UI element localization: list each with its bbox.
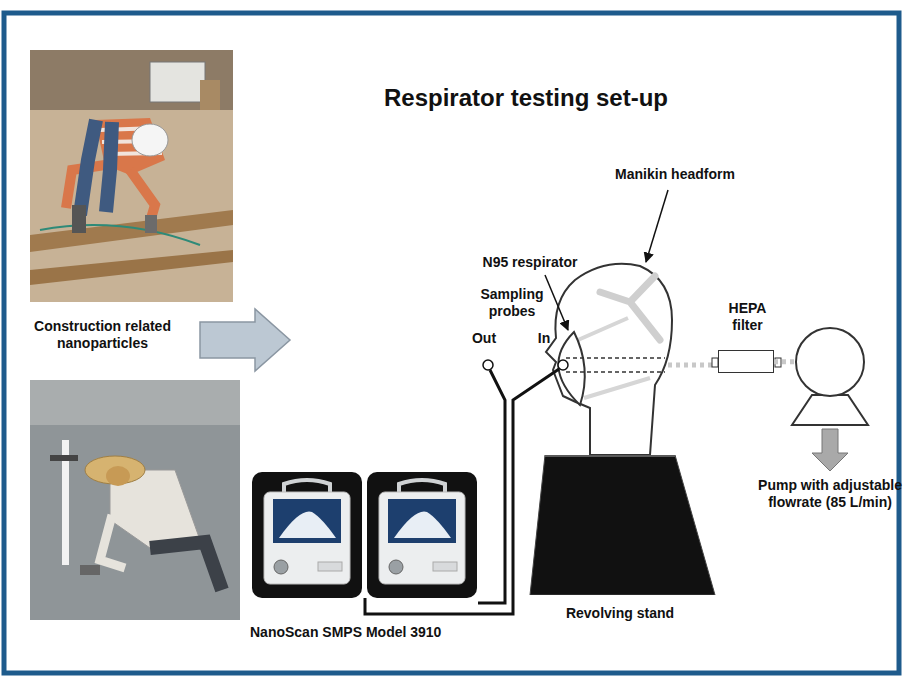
sampling-tube [566, 358, 665, 372]
construction-photo-part [150, 542, 222, 590]
filter-body [718, 350, 774, 373]
callout-label: Sampling probes [462, 286, 562, 320]
pump-base [792, 395, 868, 425]
nanoscan-device-part [399, 480, 445, 492]
callout-label: Construction related nanoparticles [20, 318, 185, 352]
callout-label: In [533, 330, 555, 347]
construction-photo-part [40, 225, 200, 245]
nanoscan-device-part [433, 562, 457, 571]
construction-photo-part [130, 170, 155, 222]
pump-symbol [760, 325, 900, 475]
air-line [774, 359, 796, 364]
manikin-head [546, 264, 672, 455]
diagram-title: Respirator testing set-up [326, 84, 726, 113]
construction-photo-part [30, 210, 233, 252]
stand-body [530, 455, 715, 595]
nanoscan-device-part [394, 512, 451, 538]
stand-top [545, 455, 675, 457]
nanoscan-device-part [389, 560, 403, 574]
air-line [668, 363, 712, 368]
probe [558, 360, 568, 370]
probe [483, 360, 493, 370]
nanoscan-device-part [279, 512, 336, 538]
nanoscan-device-part [252, 472, 362, 598]
construction-photo-part [150, 62, 205, 102]
construction-photo-part [200, 80, 220, 110]
construction-photo-part [80, 120, 112, 215]
nanoscan-device-part [284, 480, 330, 492]
nanoscan-device-part [367, 472, 477, 598]
exhaust-arrow [812, 429, 848, 471]
sampling-wire [365, 369, 559, 614]
construction-photo [30, 380, 240, 620]
nanoscan-device-part [273, 499, 341, 543]
nanoscan-device [252, 472, 362, 598]
construction-photo-part [100, 515, 125, 568]
construction-photo-part [72, 205, 86, 233]
manikin-head-part [600, 276, 660, 340]
nanoscan-device-part [379, 492, 465, 584]
construction-photo-part [30, 380, 240, 425]
construction-photo-part [30, 50, 233, 302]
respirator [558, 332, 584, 405]
construction-photo-part [80, 565, 100, 575]
sampling-wire [478, 370, 505, 603]
nanoscan-device-part [318, 562, 342, 571]
nanoscan-device-part [388, 499, 456, 543]
frame [4, 13, 899, 673]
node-label: Revolving stand [566, 605, 674, 622]
construction-photo-part [132, 124, 168, 156]
block-arrow [200, 309, 290, 371]
construction-photo [30, 50, 233, 302]
pump-body [796, 328, 864, 396]
construction-photo-part [145, 215, 157, 233]
callout-label: N95 respirator [470, 254, 590, 271]
callout-label: Manikin headform [600, 166, 750, 183]
callout-label: Out [466, 330, 502, 347]
stand-symbol [520, 455, 720, 595]
nanoscan-device-part [264, 492, 350, 584]
construction-photo-part [106, 466, 130, 486]
leader-arrow [646, 190, 668, 262]
construction-photo-part [30, 250, 233, 285]
manikin-head-part [546, 264, 672, 455]
nanoscan-device [367, 472, 477, 598]
construction-photo-part [30, 380, 240, 620]
leader-arrow [545, 275, 568, 330]
callout-label: NanoScan SMPS Model 3910 [250, 624, 510, 641]
node-label: HEPA filter [714, 300, 782, 334]
node-label: Pump with adjustable flowrate (85 L/min) [756, 477, 903, 511]
construction-photo-part [30, 50, 233, 110]
construction-photo-part [50, 455, 78, 461]
nanoscan-device-part [274, 560, 288, 574]
